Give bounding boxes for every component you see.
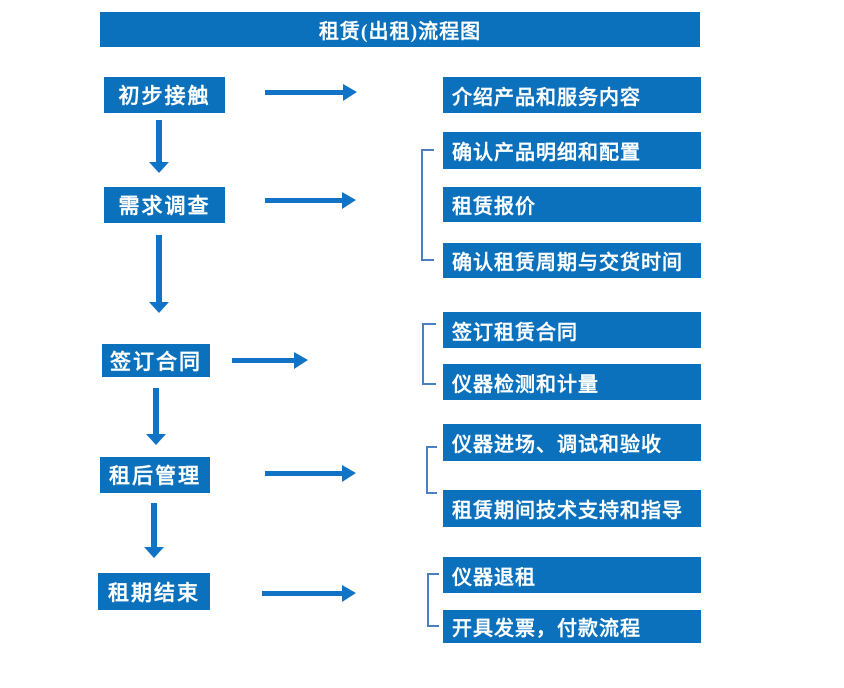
detail-box-confirm-period-delivery: 确认租赁周期与交货时间 (443, 243, 701, 278)
down-arrow-1-head (149, 162, 169, 173)
down-arrow-1 (149, 120, 169, 173)
down-arrow-2 (149, 235, 169, 313)
bracket-rental-end-group (427, 573, 439, 627)
step-box-sign-contract: 签订合同 (102, 344, 210, 377)
step-box-rental-period-end: 租期结束 (98, 573, 210, 610)
detail-box-technical-support: 租赁期间技术支持和指导 (443, 490, 701, 527)
detail-box-instrument-return: 仪器退租 (443, 557, 701, 593)
detail-box-introduce-products: 介绍产品和服务内容 (443, 77, 701, 113)
diagram-title: 租赁(出租)流程图 (100, 12, 700, 47)
right-arrow-3-shaft (232, 358, 296, 363)
down-arrow-4-shaft (151, 503, 157, 548)
right-arrow-4 (265, 465, 356, 482)
right-arrow-4-shaft (265, 471, 344, 476)
right-arrow-2-head (342, 192, 356, 209)
right-arrow-1-head (343, 84, 357, 101)
right-arrow-5-head (342, 585, 356, 602)
step-box-post-rental-management: 租后管理 (100, 457, 210, 493)
right-arrow-4-head (342, 465, 356, 482)
right-arrow-1 (265, 84, 357, 101)
right-arrow-1-shaft (265, 90, 345, 95)
detail-box-sign-rental-contract: 签订租赁合同 (443, 312, 701, 348)
bracket-demand-survey-group (421, 149, 434, 261)
down-arrow-2-head (149, 302, 169, 313)
step-box-initial-contact: 初步接触 (104, 77, 225, 113)
right-arrow-5-shaft (262, 591, 344, 596)
down-arrow-3 (146, 388, 166, 445)
detail-box-invoice-payment: 开具发票，付款流程 (443, 610, 701, 643)
down-arrow-4-head (144, 547, 164, 558)
right-arrow-2 (265, 192, 356, 209)
right-arrow-3 (232, 352, 308, 369)
step-box-demand-survey: 需求调查 (104, 187, 225, 223)
right-arrow-3-head (294, 352, 308, 369)
bracket-post-rental-group (426, 446, 437, 494)
down-arrow-4 (144, 503, 164, 558)
down-arrow-2-shaft (156, 235, 162, 303)
bracket-sign-contract-group (422, 323, 436, 385)
down-arrow-3-shaft (153, 388, 159, 435)
right-arrow-5 (262, 585, 356, 602)
down-arrow-3-head (146, 434, 166, 445)
detail-box-rental-quote: 租赁报价 (443, 187, 701, 222)
detail-box-instrument-entry-acceptance: 仪器进场、调试和验收 (443, 424, 701, 461)
down-arrow-1-shaft (156, 120, 162, 163)
detail-box-confirm-product-config: 确认产品明细和配置 (443, 132, 701, 169)
right-arrow-2-shaft (265, 198, 344, 203)
detail-box-instrument-testing: 仪器检测和计量 (443, 364, 701, 400)
